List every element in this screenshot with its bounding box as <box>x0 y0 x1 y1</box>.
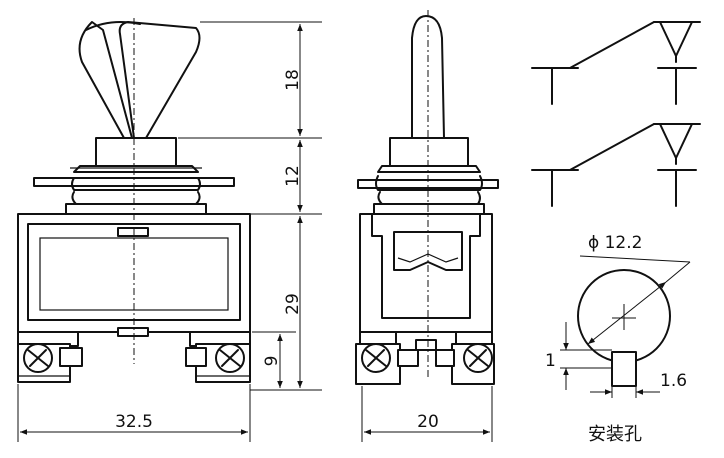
dim-body-width: 32.5 <box>115 412 153 432</box>
front-width-dimension: 32.5 <box>17 384 251 442</box>
dim-key-width: 1 <box>545 351 556 371</box>
front-view <box>17 18 251 383</box>
mounting-hole-label: 安装孔 <box>588 424 642 445</box>
dim-hole-diameter: ϕ 12.2 <box>588 233 642 253</box>
front-terminal-left <box>17 343 83 383</box>
dim-terminal-height: 9 <box>262 356 282 367</box>
dim-side-width: 20 <box>417 412 439 432</box>
circuit-symbol-bottom <box>531 123 701 207</box>
mounting-hole-detail: ϕ 12.2 1 1.6 安装孔 <box>545 233 691 445</box>
circuit-symbol-top <box>531 21 701 105</box>
front-terminal-right <box>185 343 251 383</box>
front-lever <box>78 21 201 139</box>
dim-body-height: 29 <box>283 293 303 315</box>
dim-key-depth: 1.6 <box>660 371 687 391</box>
side-terminal-left <box>355 343 419 385</box>
side-view <box>355 10 499 385</box>
dim-lever-height: 18 <box>283 69 303 91</box>
front-vertical-dimensions: 18 12 29 9 <box>178 21 322 391</box>
side-width-dimension: 20 <box>361 386 493 442</box>
side-body <box>359 213 493 351</box>
dim-bushing-height: 12 <box>283 165 303 187</box>
side-terminal-right <box>435 343 495 385</box>
